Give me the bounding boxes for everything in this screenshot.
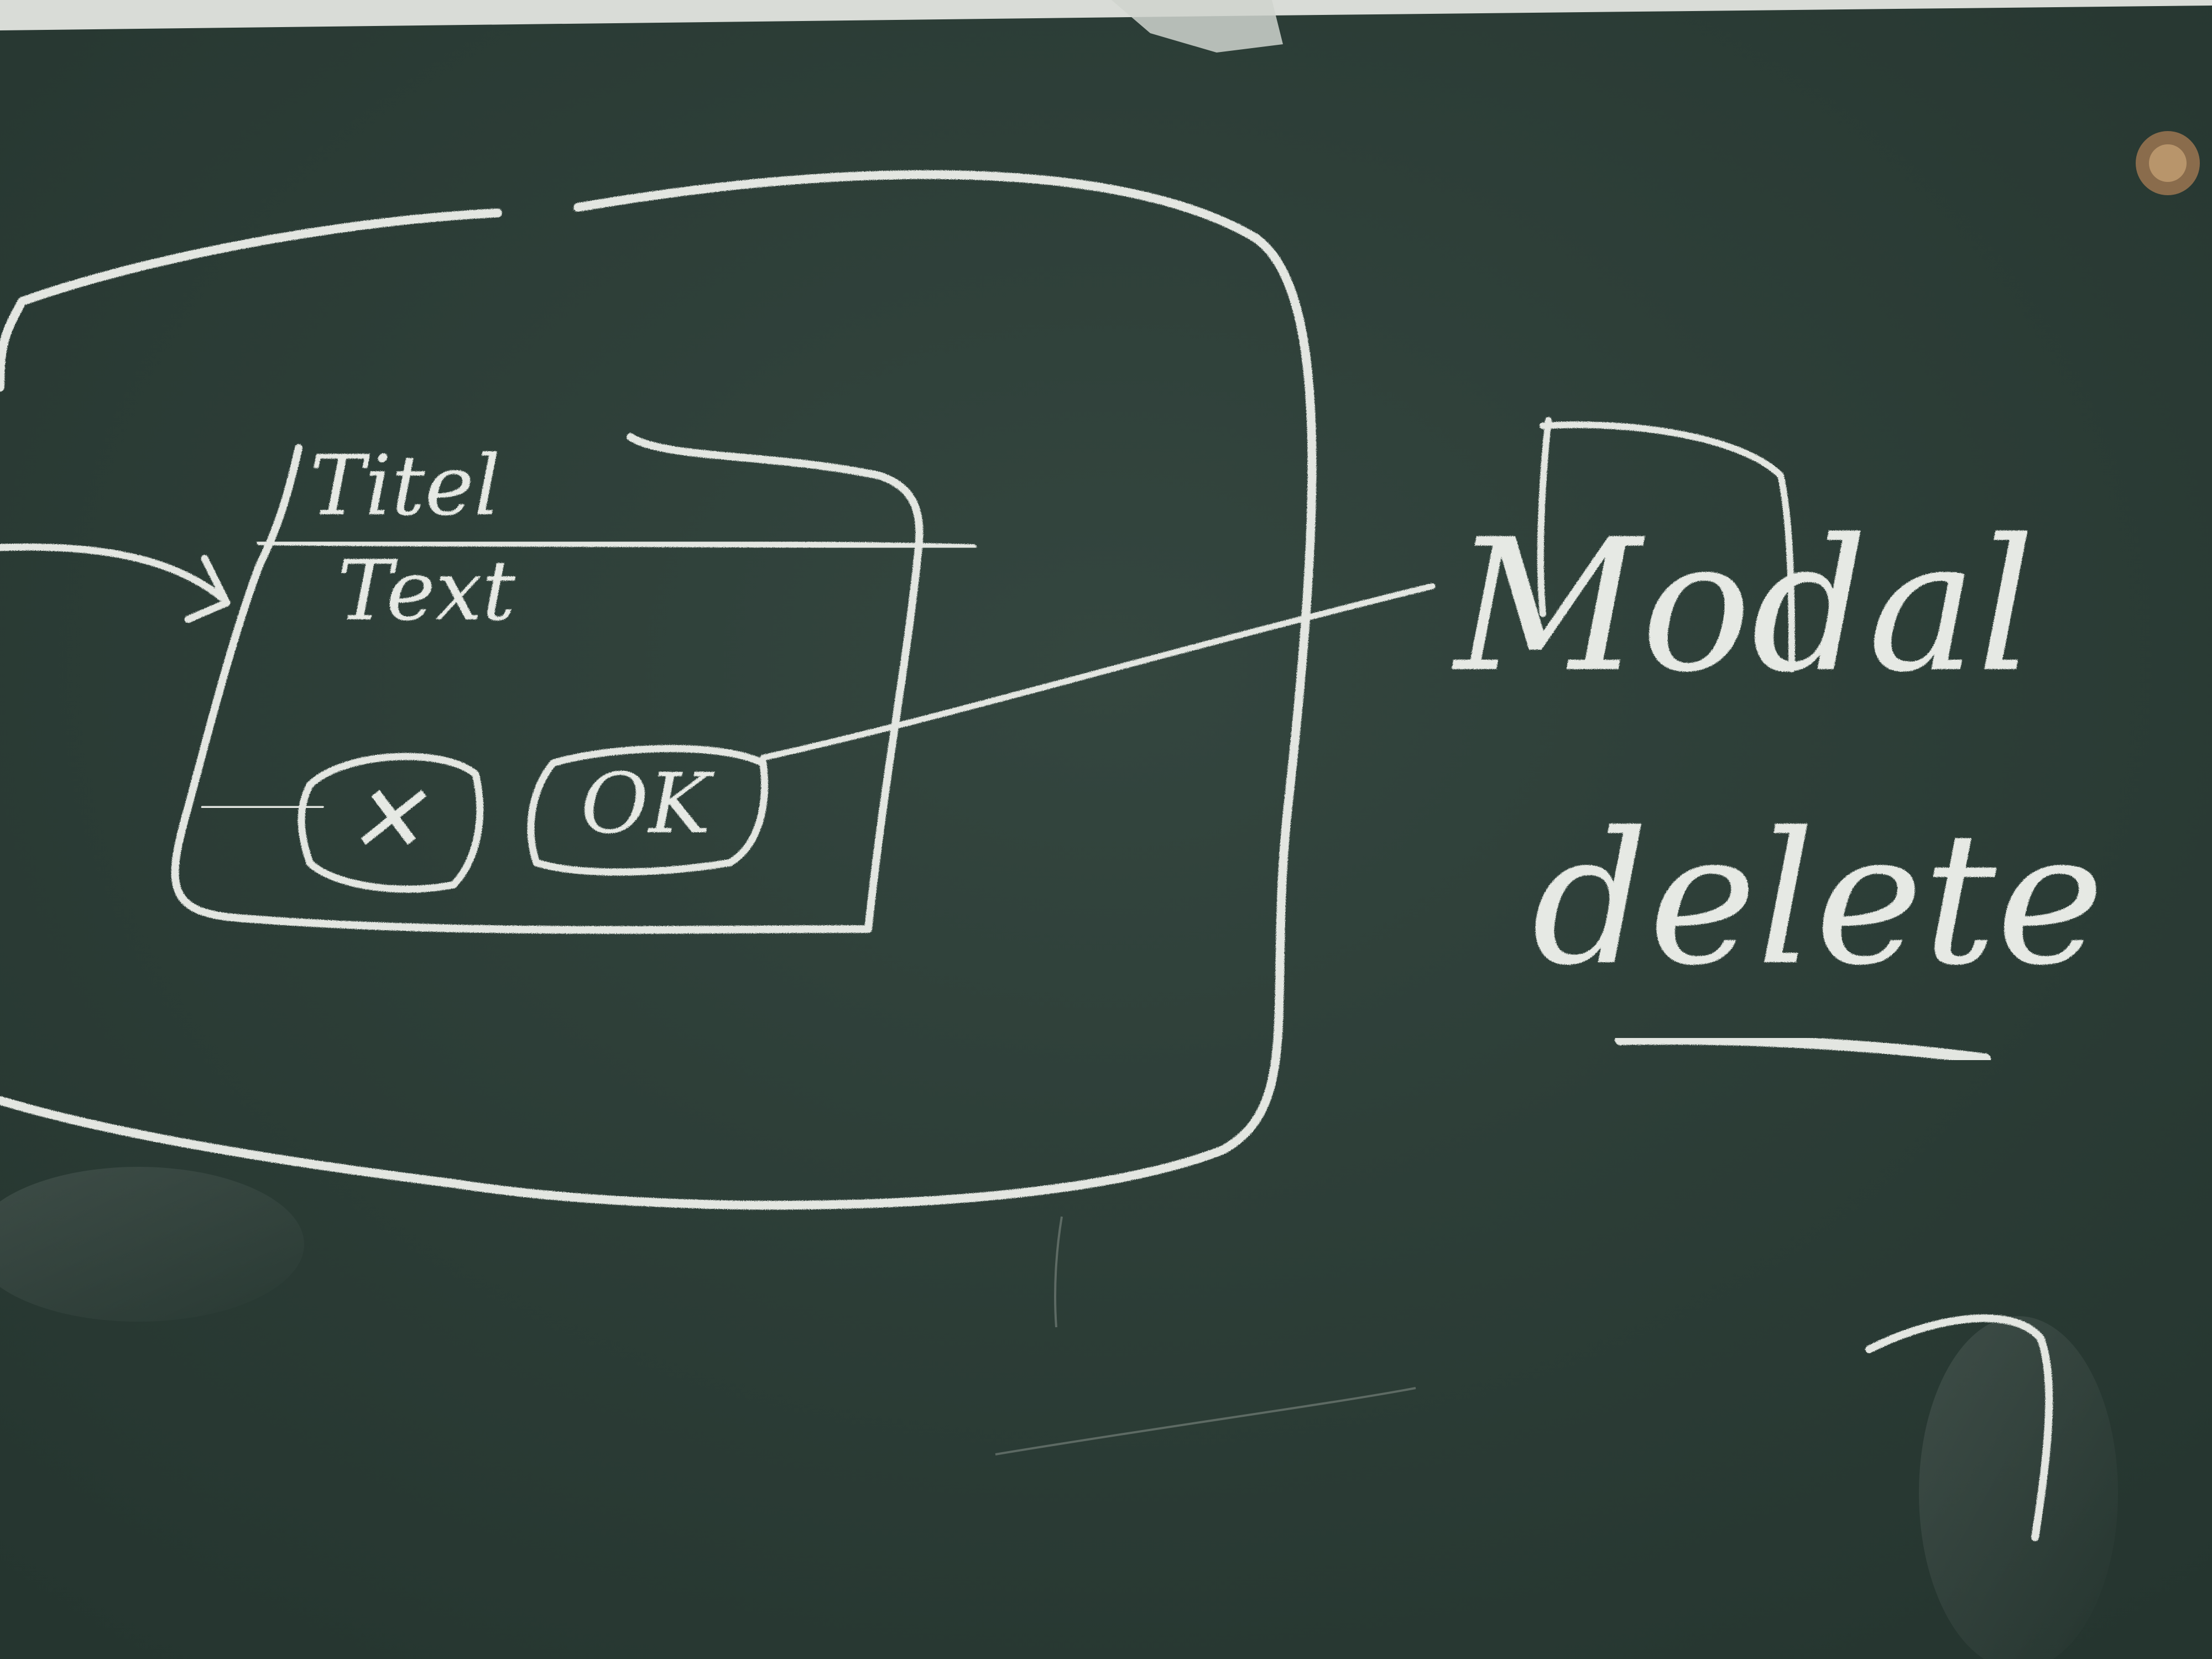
dialog-title-divider xyxy=(257,539,977,551)
incoming-arrow xyxy=(0,543,231,623)
eraser-smudge xyxy=(1919,1316,2118,1659)
ok-button-outline xyxy=(527,745,768,876)
dialog-outline xyxy=(171,433,924,934)
wall-strip xyxy=(0,0,2212,30)
side-note-underline xyxy=(1615,1034,1991,1065)
partial-arc xyxy=(1865,1314,2053,1541)
connector-line xyxy=(760,583,1436,761)
scratch-mark xyxy=(995,1387,1416,1455)
screw-hole-inner xyxy=(2149,144,2187,182)
side-note-box xyxy=(1537,417,1795,672)
tape-piece xyxy=(1112,0,1283,53)
dialog-bottom-line xyxy=(201,803,324,811)
eraser-smudge xyxy=(0,1167,304,1322)
scratch-mark xyxy=(1054,1216,1063,1328)
side-note-modal: Modal xyxy=(1452,500,2035,712)
dialog-subtitle-text: Text xyxy=(337,543,516,639)
screen-outline xyxy=(0,170,1317,1210)
cancel-button-label: ✕ xyxy=(346,765,426,874)
cancel-button-outline xyxy=(298,753,484,893)
side-note-delete: delete xyxy=(1532,793,2104,1005)
dialog-title-text: Titel xyxy=(310,438,500,534)
ok-button-label: OK xyxy=(581,756,715,852)
